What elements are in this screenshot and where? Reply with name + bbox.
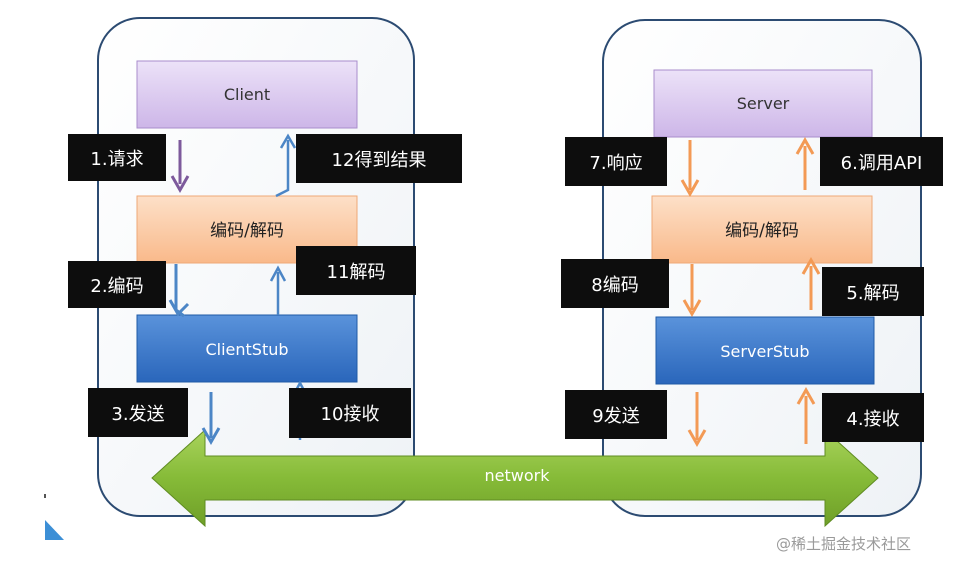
client-box [136, 60, 358, 129]
server-stub-label: ServerStub [720, 342, 809, 361]
server-stub-box [655, 316, 875, 385]
step-12-label: 12得到结果 [296, 134, 462, 183]
arrow-response [680, 140, 700, 198]
step-7-label: 7.响应 [565, 137, 667, 186]
watermark: @稀土掘金技术社区 [776, 534, 912, 553]
arrow-request [170, 140, 190, 194]
server-codec-box [651, 195, 873, 264]
server-box-label: Server [737, 94, 790, 113]
step-4-label: 4.接收 [822, 393, 924, 442]
client-codec-label: 编码/解码 [210, 221, 284, 241]
step-10-label: 10接收 [289, 388, 411, 438]
arrow-result [275, 133, 297, 198]
step-1-label: 1.请求 [68, 134, 166, 181]
client-stub-label: ClientStub [205, 340, 288, 359]
arrow-send-server [687, 392, 707, 448]
arrow-decode-client [269, 265, 287, 315]
client-box-label: Client [224, 85, 270, 104]
arrow-call-api [795, 136, 815, 190]
step-11-label: 11解码 [296, 246, 416, 295]
client-stub-box [136, 314, 358, 383]
arrow-encode-server [682, 264, 702, 318]
step-3-label: 3.发送 [88, 388, 188, 437]
arrow-decode-server [801, 256, 821, 310]
network-label: network [485, 466, 551, 485]
corner-artifact [45, 520, 64, 540]
step-8-label: 8编码 [561, 259, 669, 308]
step-2-label: 2.编码 [68, 261, 166, 308]
network-arrow [151, 428, 879, 528]
step-9-label: 9发送 [565, 390, 667, 439]
arrow-receive-server [796, 386, 816, 444]
server-box [653, 69, 873, 138]
arrow-send-client [201, 392, 221, 446]
step-6-label: 6.调用API [820, 137, 943, 186]
server-codec-label: 编码/解码 [725, 221, 799, 241]
step-5-label: 5.解码 [822, 267, 924, 316]
arrow-encode [168, 264, 190, 318]
corner-artifact-dot [44, 494, 46, 498]
